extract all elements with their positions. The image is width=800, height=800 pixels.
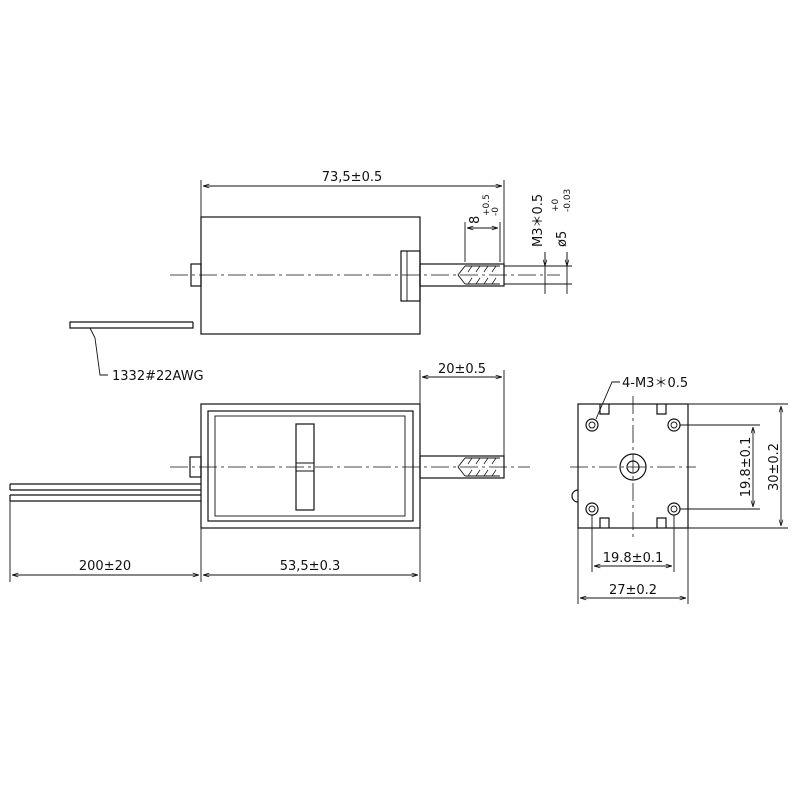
top-thread-hatch [467, 457, 497, 477]
mount-hole-leader [595, 381, 620, 420]
wire-spec-label: 1332#22AWG [112, 369, 204, 384]
end-shaft-outer [619, 453, 647, 481]
height-label: 30±0.2 [767, 443, 782, 491]
stroke-label: 20±0.5 [438, 362, 486, 377]
side-body [200, 216, 421, 335]
wire-leader [94, 337, 108, 376]
body-length-label: 53,5±0.3 [280, 559, 341, 574]
mount-hole-tl [585, 418, 599, 432]
hole-spacing-h-label: 19.8±0.1 [603, 551, 664, 566]
width-label: 27±0.2 [609, 583, 657, 598]
side-lead-wire [69, 321, 194, 329]
top-frame-outer [200, 403, 421, 529]
end-side-tab [571, 489, 579, 503]
side-thread-hatch [467, 265, 497, 285]
side-front-flange [400, 250, 421, 302]
lead-length-label: 200±20 [79, 559, 131, 574]
thread-depth-label: 8 [468, 216, 483, 224]
overall-length-label: 73,5±0.5 [322, 170, 383, 185]
shaft-dia-tol-lower: -0.03 [563, 189, 573, 212]
thread-depth-tol-upper: +0.5 [482, 194, 492, 216]
end-shaft-inner [626, 460, 640, 474]
top-view: 20±0.5 200±20 53,5±0.3 [9, 362, 530, 582]
shaft-dia-tol-upper: +0 [551, 198, 561, 212]
top-frame-inner [207, 410, 414, 522]
mount-hole-br [667, 502, 681, 516]
mount-holes-label: 4-M3＊0.5 [622, 376, 688, 391]
thread-depth-tol-lower: -0 [491, 207, 501, 216]
slot-br [656, 517, 667, 528]
top-coil [214, 415, 406, 517]
end-view: 4-M3＊0.5 19.8±0.1 30±0.2 19.8±0.1 27±0.2 [570, 376, 788, 604]
top-lead-wires [9, 483, 201, 502]
side-view: 1332#22AWG 73,5±0.5 8 +0.5 -0 M3＊0.5 ø5 … [69, 170, 573, 384]
mount-hole-bl [585, 502, 599, 516]
hole-spacing-v-label: 19.8±0.1 [739, 437, 754, 498]
slot-bl [599, 517, 610, 528]
slot-tr [656, 404, 667, 415]
shaft-thread-label: M3＊0.5 [531, 194, 546, 247]
shaft-dia-label: ø5 [555, 231, 570, 247]
mount-hole-tr [667, 418, 681, 432]
